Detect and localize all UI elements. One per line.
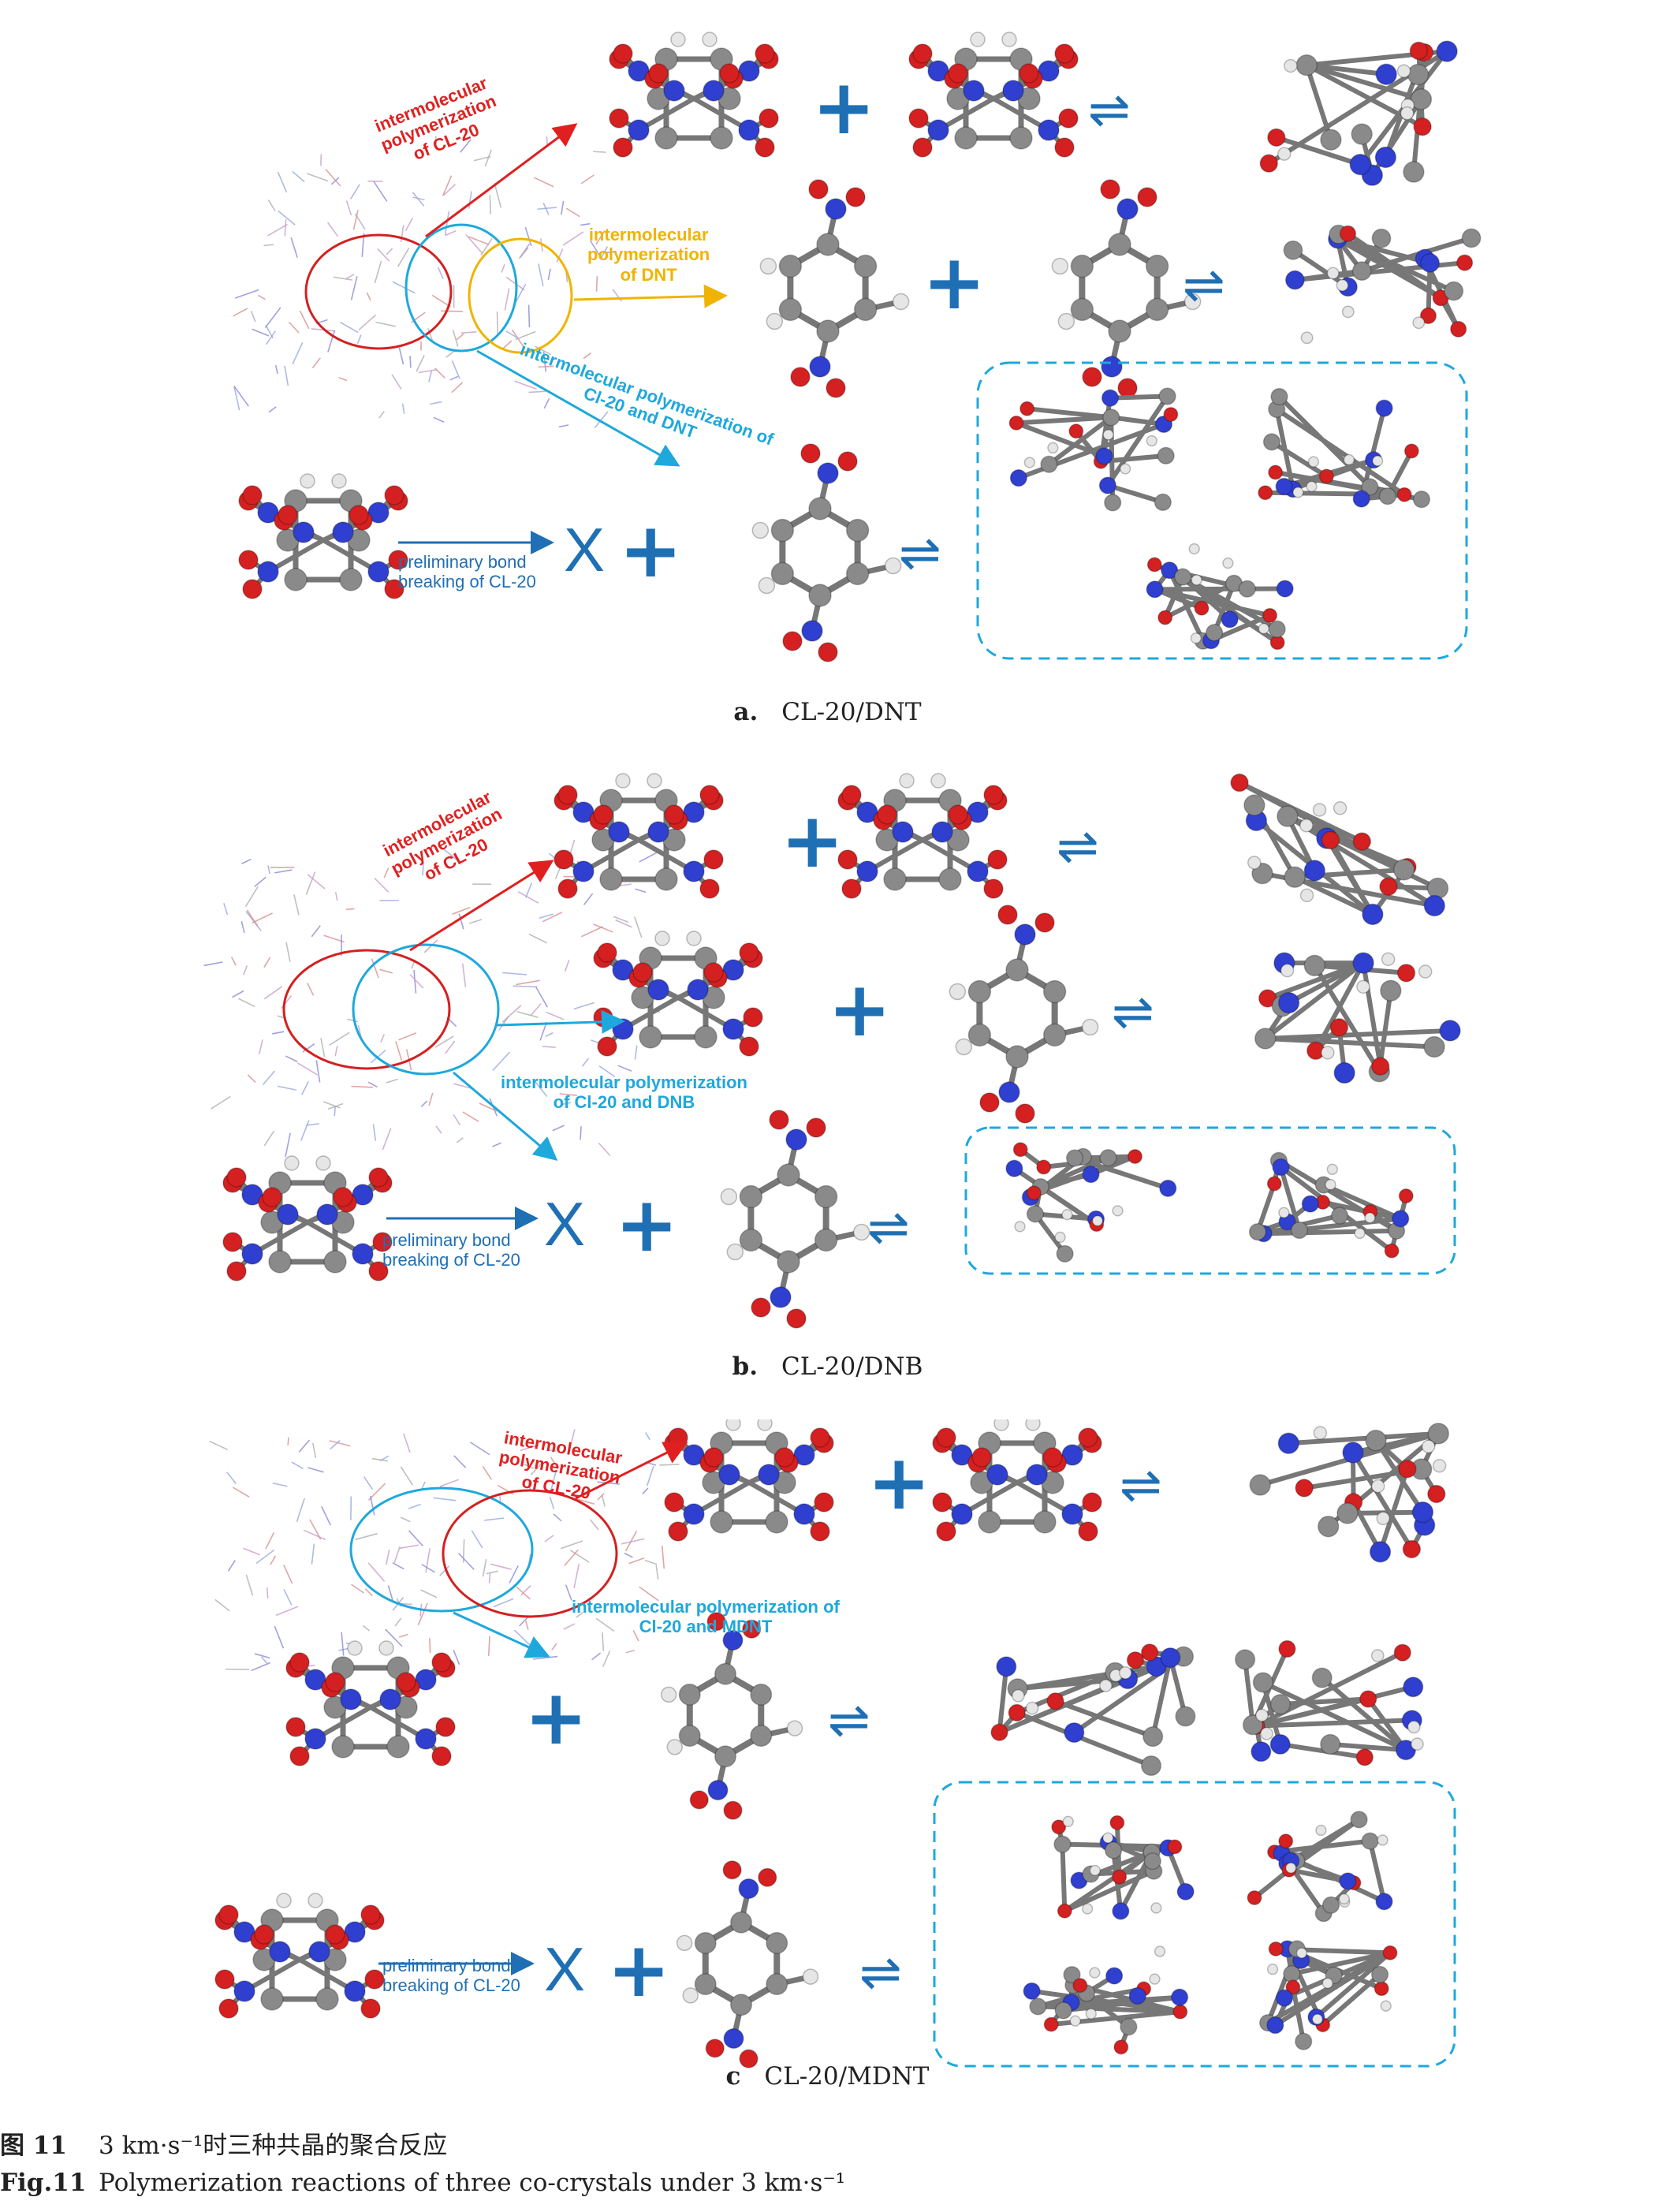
equilibrium-symbol: ⇌	[828, 1692, 870, 1750]
equilibrium-symbol: ⇌	[1088, 81, 1131, 140]
dnt-molecule	[759, 179, 910, 398]
cl20-molecule	[238, 473, 408, 599]
plus-symbol: +	[923, 238, 986, 326]
cocrystal-product	[1258, 1940, 1398, 2050]
cocrystal-product	[1008, 387, 1179, 512]
dnt-molecule	[751, 443, 902, 662]
plus-symbol: +	[524, 1673, 588, 1762]
dnt-dimer-product	[1283, 224, 1482, 345]
cl20-dnb-product	[1254, 952, 1461, 1084]
crystal-lattice	[203, 839, 662, 1158]
panel-c: intermolecular polymerization of CL-20 i…	[0, 1419, 1655, 2098]
x-symbol: X	[544, 1934, 586, 2004]
plus-symbol: +	[828, 965, 892, 1054]
figure-caption-en: Fig.11 Polymerization reactions of three …	[0, 2169, 845, 2197]
equilibrium-symbol: ⇌	[899, 524, 941, 583]
equilibrium-symbol: ⇌	[1183, 256, 1225, 315]
label-cl20-mdnt-polymerization: intermolecular polymerization of Cl-20 a…	[572, 1597, 840, 1637]
figure-title-cn: 3 km·s⁻¹时三种共晶的聚合反应	[99, 2132, 448, 2160]
panel-b: intermolecular polymerization of CL-20 i…	[0, 757, 1655, 1419]
product-box	[964, 1126, 1456, 1275]
cl20-dimer-product	[1230, 773, 1449, 926]
mdnt-molecule	[676, 1860, 819, 2068]
equilibrium-symbol: ⇌	[867, 1199, 910, 1257]
cl20-molecule	[837, 773, 1008, 899]
panel-a-title: CL-20/DNT	[781, 698, 922, 726]
cocrystal-product	[1005, 1142, 1177, 1263]
cocrystal-product	[1023, 1945, 1189, 2055]
cl20-molecule	[214, 1893, 385, 2019]
label-bond-breaking: preliminary bond breaking of CL-20	[382, 1956, 520, 1996]
product-box	[976, 361, 1468, 660]
label-bond-breaking: preliminary bond breaking of CL-20	[382, 1230, 520, 1270]
figure-label-en: Fig.11	[0, 2169, 87, 2197]
equilibrium-symbol: ⇌	[859, 1944, 902, 2002]
equilibrium-symbol: ⇌	[1120, 1457, 1162, 1515]
figure-caption-cn: 图 11 3 km·s⁻¹时三种共晶的聚合反应	[0, 2125, 447, 2161]
dnb-molecule	[720, 1110, 870, 1329]
dnt-molecule	[1051, 179, 1202, 398]
dnb-molecule	[949, 905, 1099, 1124]
plus-symbol: +	[607, 1926, 671, 2014]
panel-b-title: CL-20/DNB	[781, 1352, 923, 1381]
figure-title-en: Polymerization reactions of three co-cry…	[99, 2169, 846, 2197]
cl20-molecule	[609, 32, 779, 158]
cl20-molecule	[664, 1419, 834, 1542]
panel-a-caption: a. CL-20/DNT	[0, 698, 1655, 726]
cl20-dimer-product	[1249, 1423, 1450, 1563]
cl20-mdnt-product	[990, 1643, 1196, 1777]
label-dnt-polymerization: intermolecular polymerization of DNT	[587, 225, 710, 285]
label-cl20-dnb-polymerization: intermolecular polymerization of Cl-20 a…	[501, 1072, 747, 1113]
mdnt-molecule	[660, 1612, 803, 1820]
x-symbol: X	[564, 515, 606, 584]
cl20-molecule	[554, 773, 724, 899]
panel-b-letter: b.	[732, 1352, 759, 1381]
panel-b-graphics	[203, 773, 1461, 1329]
plus-symbol: +	[615, 1181, 679, 1269]
cocrystal-product	[1247, 1811, 1393, 1923]
cocrystal-product	[1146, 543, 1294, 651]
crystal-lattice	[233, 136, 623, 429]
cl20-molecule	[222, 1155, 393, 1281]
cl20-dimer-product	[1259, 40, 1458, 186]
panel-c-graphics	[209, 1419, 1456, 2068]
equilibrium-symbol: ⇌	[1112, 983, 1154, 1042]
panel-c-caption: c CL-20/MDNT	[0, 2062, 1655, 2091]
panel-a-letter: a.	[733, 698, 759, 726]
cocrystal-product	[1258, 387, 1431, 509]
cl20-molecule	[908, 32, 1079, 158]
cl20-mdnt-product	[1234, 1639, 1424, 1766]
cocrystal-product	[1051, 1815, 1195, 1920]
plus-symbol: +	[781, 796, 844, 885]
plus-symbol: +	[867, 1438, 931, 1527]
cl20-molecule	[593, 931, 763, 1057]
product-box	[933, 1781, 1456, 2068]
panel-c-title: CL-20/MDNT	[764, 2062, 930, 2091]
panel-b-caption: b. CL-20/DNB	[0, 1352, 1655, 1381]
plus-symbol: +	[812, 63, 876, 151]
figure-label-cn: 图 11	[0, 2132, 67, 2160]
cl20-molecule	[932, 1419, 1102, 1542]
label-bond-breaking: preliminary bond breaking of CL-20	[398, 552, 536, 592]
cocrystal-product	[1248, 1151, 1414, 1259]
x-symbol: X	[544, 1189, 586, 1259]
panel-a: intermolecular polymerization of CL-20 i…	[0, 0, 1655, 757]
panel-c-letter: c	[725, 2062, 741, 2091]
panel-a-graphics	[233, 32, 1482, 662]
plus-symbol: +	[619, 506, 683, 595]
equilibrium-symbol: ⇌	[1057, 818, 1099, 876]
cl20-molecule	[285, 1640, 456, 1766]
